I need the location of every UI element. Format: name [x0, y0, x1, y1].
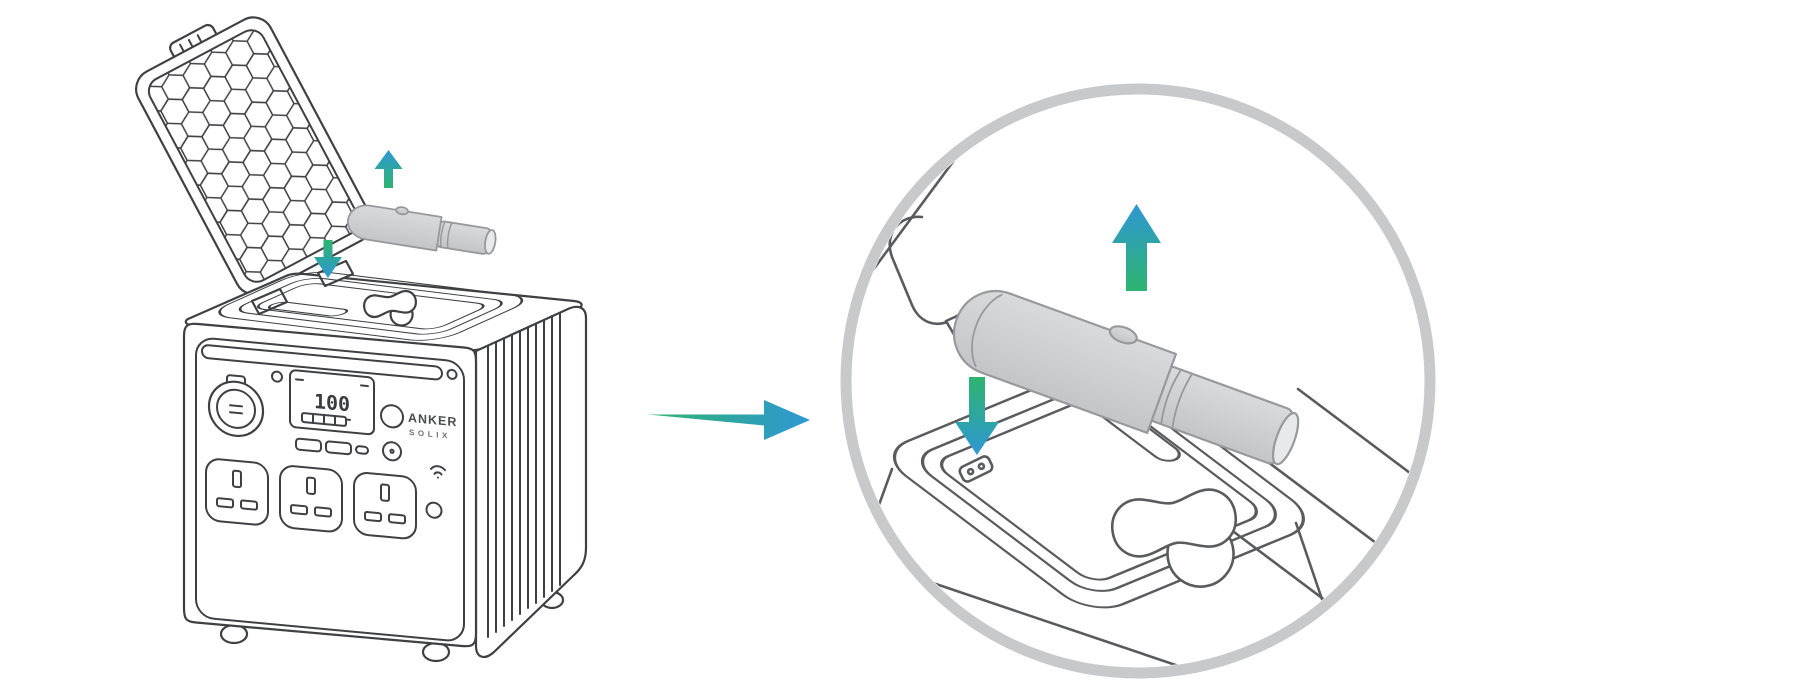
dc-socket	[207, 374, 265, 438]
zoom-view	[840, 83, 1436, 679]
device-illustration: 100 ANKER SOLIX	[135, 16, 588, 663]
socket-indicator	[271, 370, 283, 383]
zoom-flashlight	[952, 290, 1300, 466]
top-groove	[201, 344, 443, 381]
ambient-light	[446, 368, 458, 380]
ac-outlet-1	[205, 458, 269, 526]
tray-cutout	[363, 289, 417, 327]
dc-indicator	[425, 501, 443, 519]
front-panel: 100 ANKER SOLIX	[195, 337, 465, 642]
handle-slot	[267, 301, 349, 317]
display-value: 100	[314, 389, 350, 416]
step-arrow	[648, 400, 810, 440]
zoom-tray-cutout	[1111, 488, 1237, 588]
panel-outline	[195, 337, 465, 642]
insert-arrow-icon	[314, 240, 342, 278]
signal-icon	[430, 465, 446, 479]
lid	[135, 16, 373, 296]
ac-outlet-3	[353, 472, 417, 540]
power-button	[380, 404, 404, 429]
brand-solix: SOLIX	[409, 428, 451, 441]
front-face	[182, 322, 478, 648]
zoom-flashlight-button	[1108, 325, 1138, 345]
zoom-ring	[840, 83, 1436, 679]
lift-arrow-icon	[374, 150, 403, 188]
side-face	[474, 305, 588, 659]
zoom-clip-slot	[958, 455, 994, 483]
honeycomb-grid	[147, 29, 361, 283]
flashlight-button	[395, 206, 409, 216]
zoom-lift-arrow-icon	[1112, 204, 1161, 291]
light-button	[382, 441, 402, 462]
lcd-display: 100	[289, 369, 375, 436]
vent-fins	[487, 312, 561, 638]
brand-anker: ANKER	[408, 411, 457, 430]
zoom-insert-arrow-icon	[955, 377, 999, 455]
step-arrow-icon	[648, 400, 810, 440]
ac-outlet-2	[279, 465, 343, 533]
usb-ports	[295, 437, 369, 456]
flashlight	[347, 204, 497, 255]
